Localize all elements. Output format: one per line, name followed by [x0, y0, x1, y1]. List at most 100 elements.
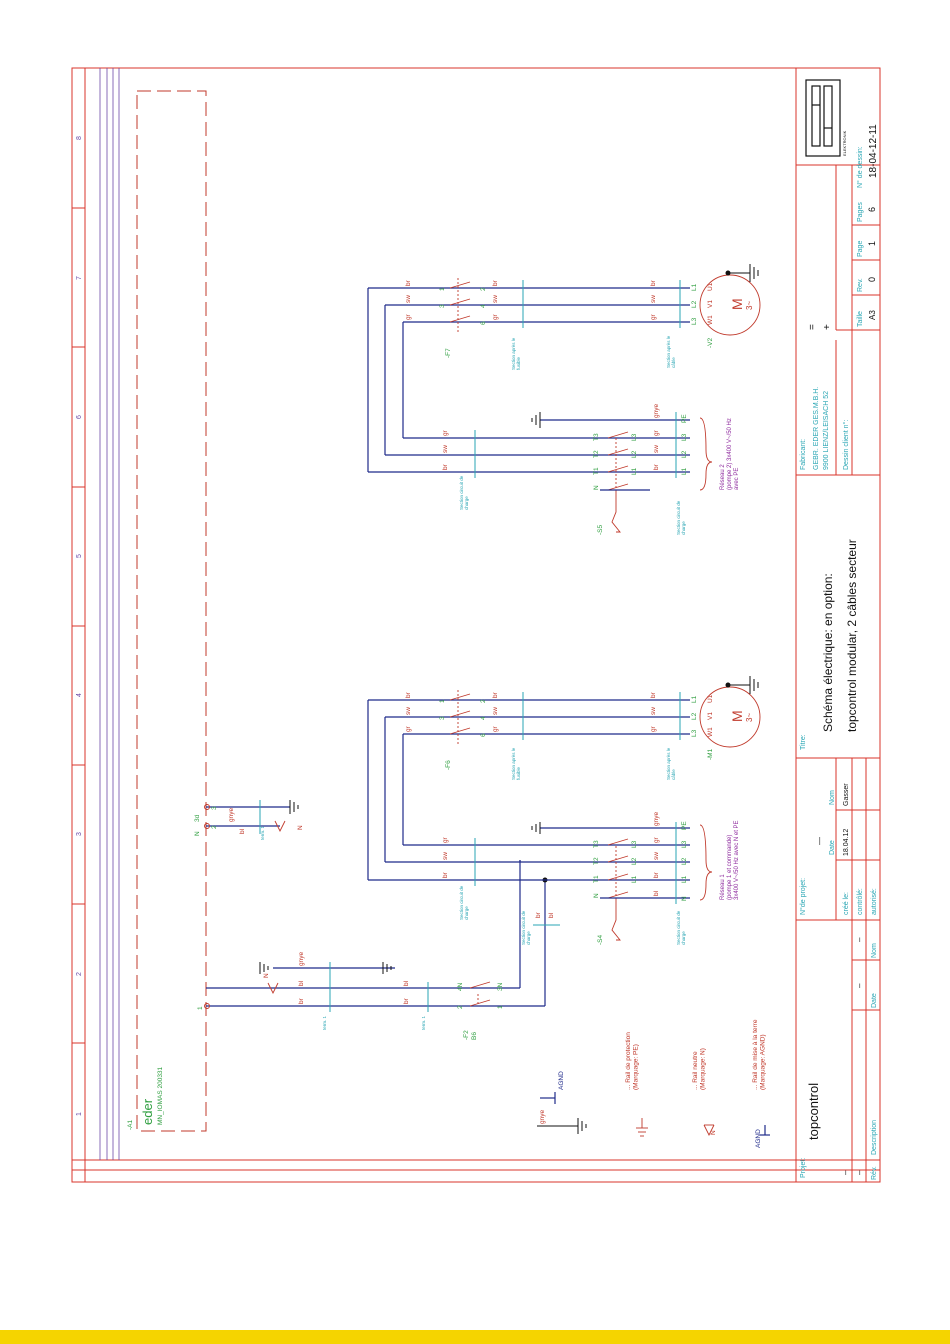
n1-sw: sw [442, 852, 449, 860]
f6-o2: 2 [480, 699, 487, 703]
term-caption-2: term. 1 [421, 1015, 426, 1030]
m2-u: U1 [707, 282, 714, 291]
grid-number-3: 3 [76, 832, 83, 836]
wire-bl-1: bl [298, 980, 305, 986]
footer-band [0, 1330, 950, 1344]
s4-feed-caption: Section circuit decharge [521, 910, 531, 945]
date-col-b: Date [871, 993, 878, 1008]
grid-number-1: 1 [76, 1112, 83, 1116]
taille-value: A3 [868, 310, 877, 320]
n2-load-caption: Section circuit decharge [459, 475, 469, 510]
wire-br-s4: br [535, 911, 542, 918]
f7-section: Section après lefusible [511, 337, 521, 370]
f2-out2: 3N [497, 982, 504, 991]
n1-gr: gr [442, 836, 449, 843]
f7-o6: 6 [480, 321, 487, 325]
n1-gr2: gr [653, 836, 660, 843]
n2-sw2: sw [653, 445, 660, 453]
wire-bl-s4: bl [548, 912, 555, 918]
fabricant-2: 9900 LIENZ/LEISACH 52 [823, 391, 830, 470]
term-3: 3 [211, 806, 218, 810]
f7-tag: -F7 [445, 348, 452, 358]
m1-tag: -M1 [707, 748, 714, 760]
m1-u: U1 [707, 694, 714, 703]
m2-sw: sw [650, 295, 657, 303]
wire-gnye-top: gnye [228, 808, 235, 822]
term-N-letter: N [297, 825, 304, 830]
f6-br2: br [492, 691, 499, 698]
term-N: N [194, 831, 201, 836]
n2-sw: sw [442, 445, 449, 453]
dessin-label: N° de dessin: [856, 146, 864, 188]
n2-L3: L3 [681, 433, 688, 441]
page-label: Page [857, 241, 864, 257]
m1-v: V1 [707, 712, 714, 720]
rev-label: Rev. [857, 278, 864, 292]
n1-t1: T1 [593, 875, 600, 883]
s5-tag: -S5 [597, 525, 604, 536]
module-box: -A1 eder MN_IOMAS 200331 [127, 90, 207, 1132]
rev-col: Rév. [871, 1166, 878, 1180]
n1-load-caption: Section circuit decharge [459, 885, 469, 920]
n2-L2: L2 [681, 450, 688, 458]
f2-in2: 4N [457, 982, 464, 991]
grid-number-7: 7 [76, 276, 83, 280]
rev-dash-1: – [855, 937, 864, 942]
n1-bl: bl [653, 890, 660, 896]
fabricant-label: Fabricant: [800, 439, 807, 470]
wire-bl-2: bl [403, 980, 410, 986]
grid-ruler: 1 2 3 4 5 6 7 8 [72, 136, 85, 1116]
grid-number-8: 8 [76, 136, 83, 140]
n1-L2: L2 [681, 857, 688, 865]
legend-n-letter: N [710, 1130, 717, 1135]
module-tag: -A1 [127, 1120, 134, 1131]
module-name: eder [140, 1098, 155, 1125]
nom-col-a: Nom [829, 790, 836, 805]
network-1: br sw gr Section circuit decharge T1 T2 … [367, 700, 740, 946]
m1-sw: sw [650, 707, 657, 715]
m1-gr: gr [650, 725, 657, 732]
n2-gr: gr [442, 429, 449, 436]
f6-section: Section après lefusible [511, 747, 521, 780]
m2-br: br [650, 279, 657, 286]
rev-value: 0 [867, 277, 877, 282]
f7-in1: 1 [439, 287, 446, 291]
n-pe-terminals: 3d N 3 2 gnye bl term. 1 N [194, 800, 304, 840]
m2-phase: 3~ [745, 301, 754, 310]
n2-br: br [442, 463, 449, 470]
legend-gnye: gnye [539, 1110, 546, 1124]
wire-bl-top: bl [239, 828, 246, 834]
n-feed-letter: N [263, 973, 270, 978]
legend-n: ... Rail neutre(Marquage: N) [692, 1048, 706, 1090]
f2-out1: 1 [497, 1005, 504, 1009]
s4-tag: -S4 [597, 935, 604, 946]
n1-sw2: sw [653, 852, 660, 860]
f6-o4: 4 [480, 716, 487, 720]
term-1: 1 [197, 1006, 204, 1010]
m2-L2: L2 [691, 300, 698, 308]
projetno-value: — [815, 837, 824, 845]
n2-gr2: gr [653, 429, 660, 436]
m2-L3: L3 [691, 317, 698, 325]
pump-2-branch: br sw gr 1 3 -F7 2 4 6 br sw gr Section … [368, 264, 761, 370]
m1-L1: L1 [691, 695, 698, 703]
grid-number-5: 5 [76, 554, 83, 558]
tb-plus: + [822, 324, 833, 330]
fabricant-1: GEBR. EDER GES.M.B.H. [813, 387, 820, 470]
client-label: Dessin client n°: [842, 420, 850, 470]
term-caption-top: term. 1 [260, 825, 265, 840]
m2-L1: L1 [691, 283, 698, 291]
pump-1-branch: br sw gr 1 3 B6 -F6 2 4 6 br sw gr Secti… [368, 676, 761, 780]
breaker-f2: -F2 B6 2 4N 1 3N [457, 981, 504, 1040]
f7-br2: br [492, 279, 499, 286]
desc-col: Description [871, 1120, 878, 1155]
f7-gr: gr [405, 313, 412, 320]
eder-logo: ELEKTRONIK [805, 79, 847, 157]
n1-l2a: L2 [631, 857, 638, 865]
n2-n: N [593, 485, 600, 490]
m2-gr: gr [650, 313, 657, 320]
n1-l1a: L1 [631, 875, 638, 883]
legend: ... Rail de protection(Marquage: PE) ...… [537, 1019, 770, 1148]
f6-in3: 3 [439, 716, 446, 720]
